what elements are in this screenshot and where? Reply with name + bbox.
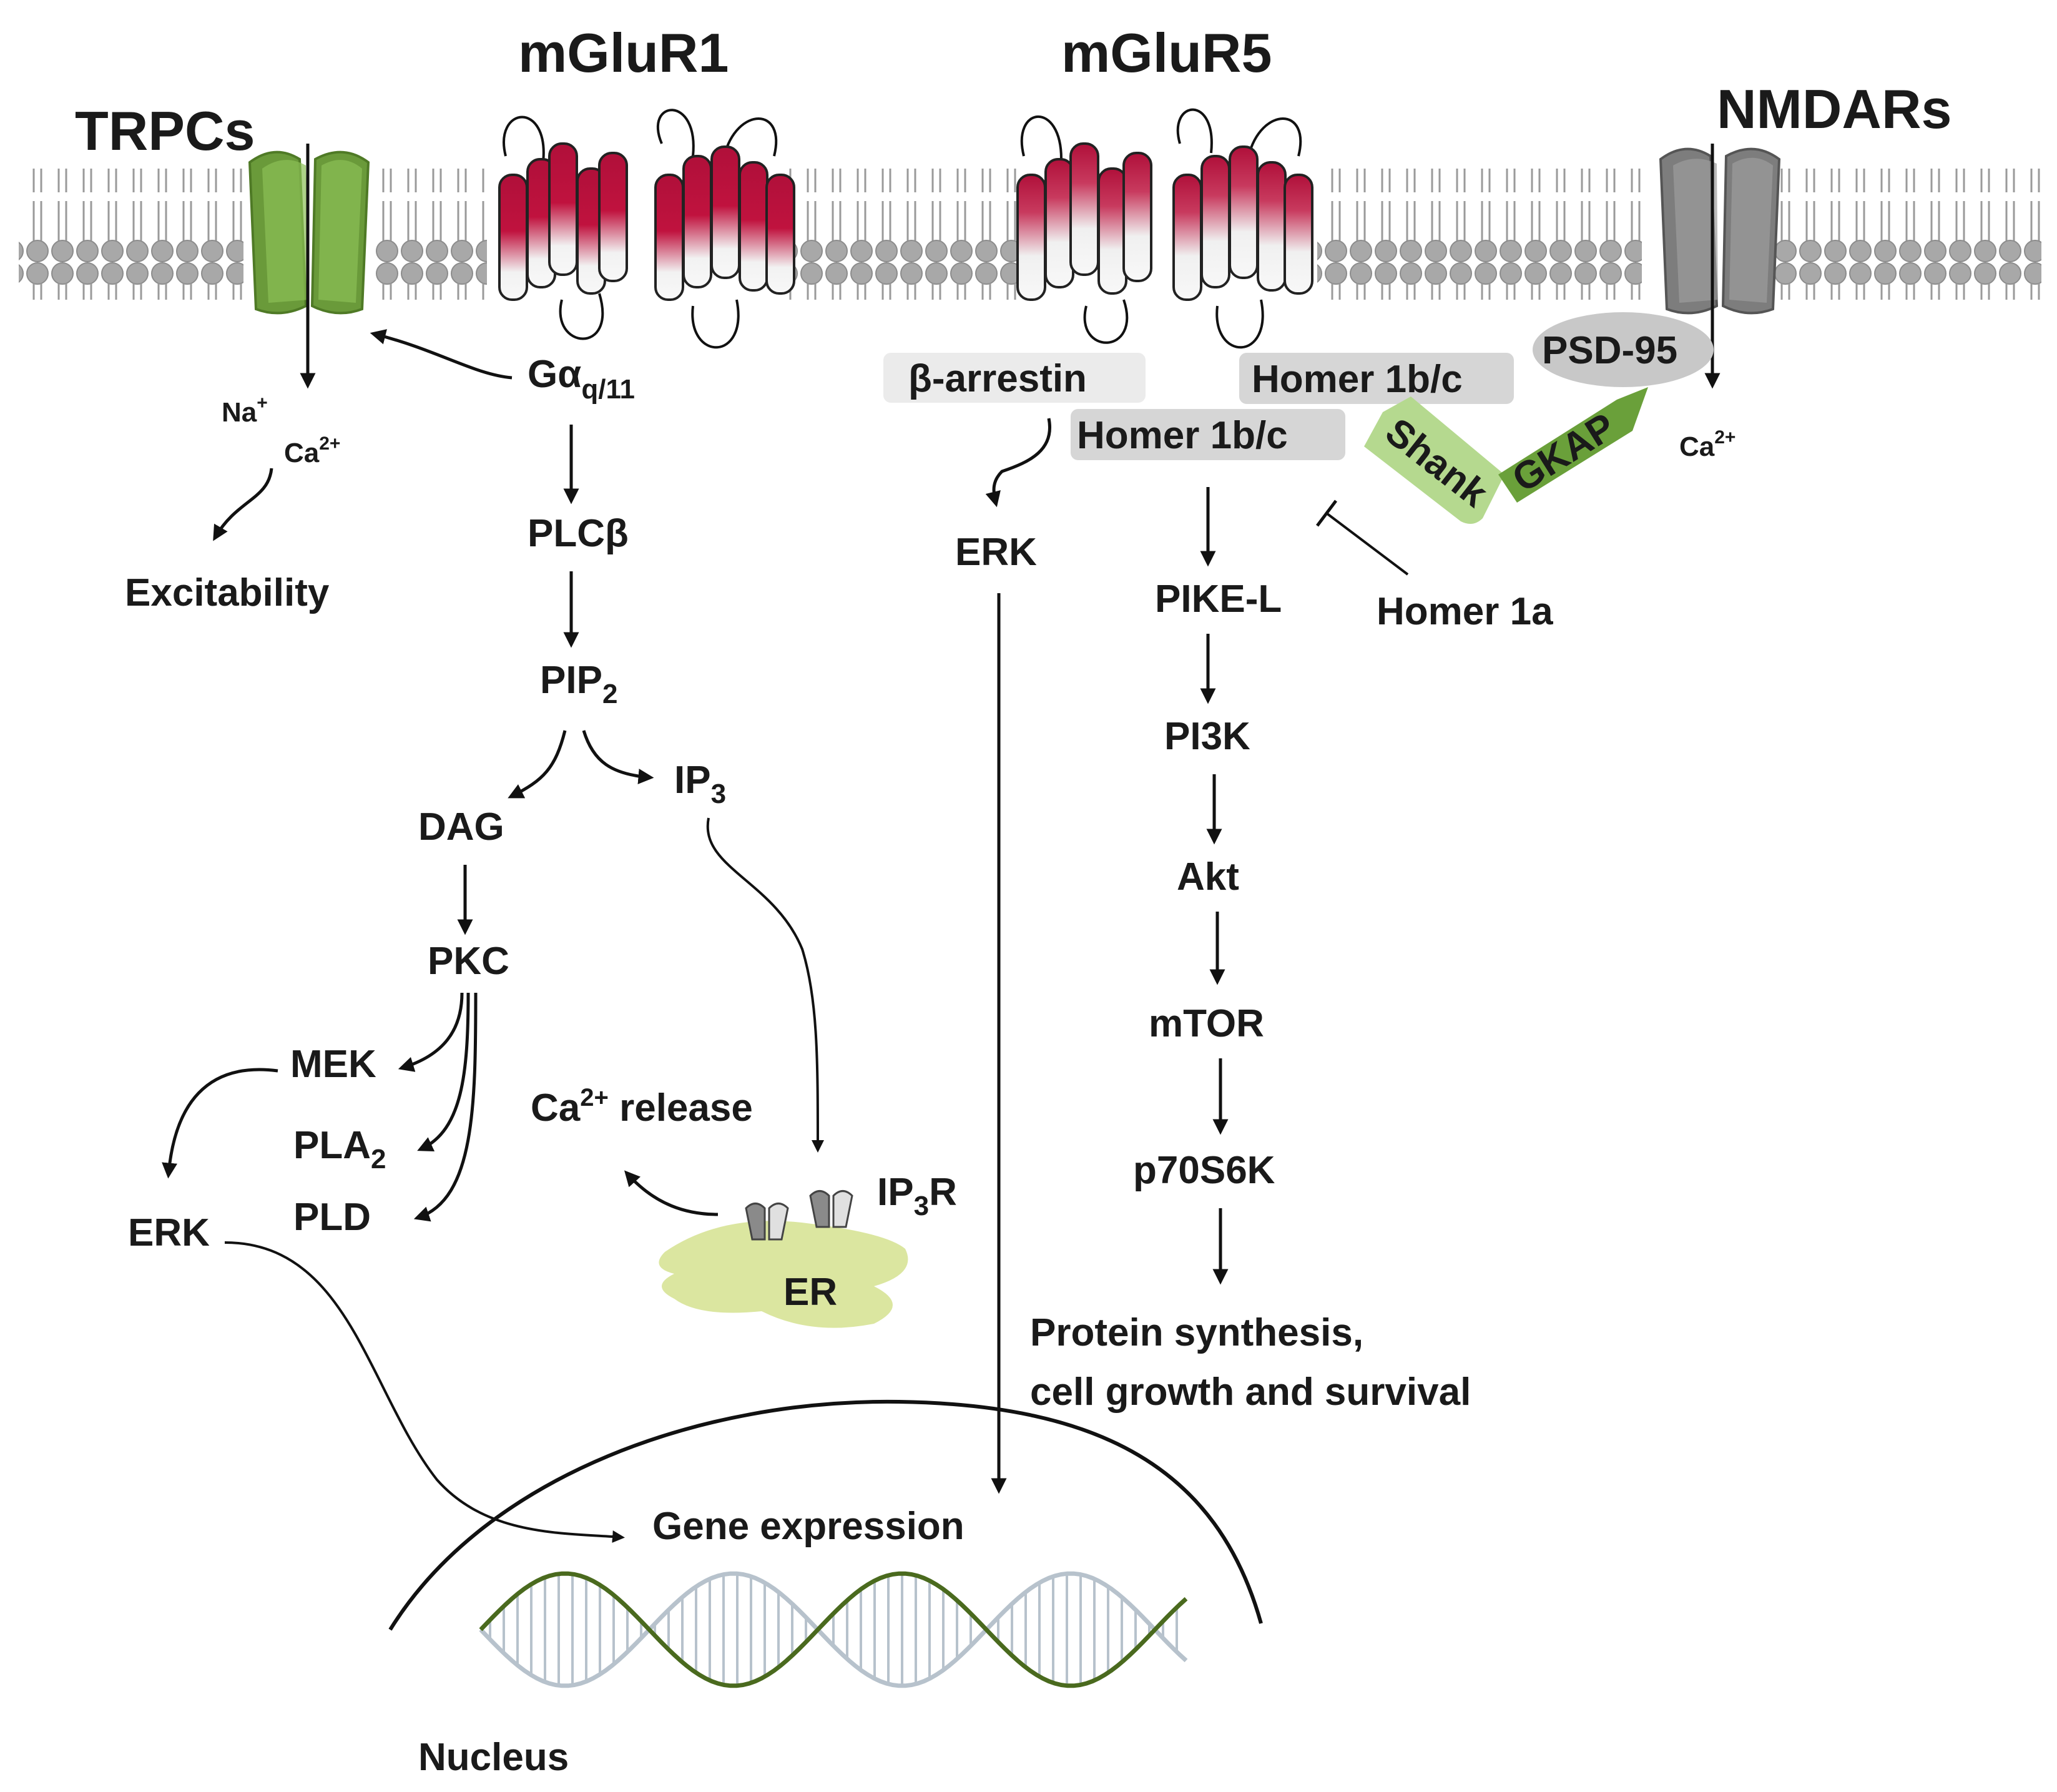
gq-to-trpc-arrow xyxy=(370,329,513,380)
pkc-to-mek-arrow xyxy=(398,992,464,1072)
pkc-to-pld-arrow xyxy=(413,992,478,1222)
trpc-label: TRPCs xyxy=(75,100,255,162)
gkap-protein: GKAP xyxy=(1498,387,1648,503)
sodium-ion-label: Na+ xyxy=(222,393,268,428)
pkc-to-pla2-arrow xyxy=(417,992,470,1151)
ip3r-label: IP3R xyxy=(877,1171,957,1221)
plcb-label: PLCβ xyxy=(528,512,629,555)
homer1a-label: Homer 1a xyxy=(1377,590,1553,633)
pike-label: PIKE-L xyxy=(1155,578,1282,621)
psd95-label: PSD-95 xyxy=(1542,329,1677,372)
er-to-ca-release-arrow xyxy=(624,1170,719,1216)
pip2-label: PIP2 xyxy=(540,659,617,709)
shank-protein: Shank xyxy=(1364,396,1505,524)
homer-lower-box xyxy=(1071,409,1345,460)
arrestin-to-erk-arrow xyxy=(985,418,1051,508)
gkap-label: GKAP xyxy=(1505,405,1623,500)
pld-label: PLD xyxy=(293,1196,371,1239)
mglur5-receptor xyxy=(1016,108,1313,349)
outcome-line2: cell growth and survival xyxy=(1030,1371,1471,1414)
beta-arrestin-box xyxy=(883,353,1146,403)
mek-label: MEK xyxy=(290,1043,376,1086)
excitability-label: Excitability xyxy=(125,571,330,614)
p70s6k-label: p70S6K xyxy=(1133,1149,1275,1192)
mglur1-receptor xyxy=(498,109,795,349)
dna-base-pairs xyxy=(489,1573,1178,1686)
erk-to-gene-expression-arrow xyxy=(224,1241,625,1543)
beta-arrestin-label: β-arrestin xyxy=(908,357,1087,400)
homer-upper-box xyxy=(1239,353,1514,404)
nmdar-channel xyxy=(1659,147,1781,315)
calcium-ion-label: Ca2+ xyxy=(284,433,340,468)
gene-expression-label: Gene expression xyxy=(652,1505,965,1548)
mglur1-label: mGluR1 xyxy=(518,22,729,84)
dag-label: DAG xyxy=(418,805,504,849)
psd95-protein xyxy=(1533,312,1714,387)
mglur5-label: mGluR5 xyxy=(1061,22,1272,84)
mek-to-erk-arrow xyxy=(162,1068,278,1179)
dna-strand-grey xyxy=(479,1571,1188,1688)
homer-upper-label: Homer 1b/c xyxy=(1252,358,1463,401)
dna-strand-green xyxy=(479,1571,1188,1688)
pkc-label: PKC xyxy=(428,940,509,983)
nucleus-label: Nucleus xyxy=(418,1736,569,1779)
pi3k-label: PI3K xyxy=(1164,715,1250,758)
endoplasmic-reticulum xyxy=(659,1221,908,1328)
nmdar-calcium-label: Ca2+ xyxy=(1679,427,1735,462)
mtor-label: mTOR xyxy=(1149,1002,1264,1045)
ion-to-excitability-arrow xyxy=(213,468,273,541)
pip2-to-dag-arrow xyxy=(508,730,567,799)
trpc-channel xyxy=(248,150,370,315)
homer-lower-label: Homer 1b/c xyxy=(1077,414,1288,457)
homer1a-inhibition xyxy=(1316,500,1409,576)
ip3-to-ip3r-arrow xyxy=(706,817,824,1153)
pla2-label: PLA2 xyxy=(293,1124,386,1174)
outcome-line1: Protein synthesis, xyxy=(1030,1311,1363,1354)
nmdar-label: NMDARs xyxy=(1717,78,1951,140)
nuclear-envelope xyxy=(388,1399,1263,1631)
ca-release-label: Ca2+ release xyxy=(531,1084,753,1130)
erk-right-label: ERK xyxy=(955,531,1037,574)
plasma-membrane xyxy=(19,169,2041,300)
er-label: ER xyxy=(783,1271,837,1314)
akt-label: Akt xyxy=(1177,855,1239,898)
pip2-to-ip3-arrow xyxy=(582,730,654,784)
ip3-label: IP3 xyxy=(674,759,726,809)
erk-left-label: ERK xyxy=(128,1211,210,1254)
ip3-receptor-channels xyxy=(745,1190,853,1241)
g-protein-label: Gαq/11 xyxy=(528,353,635,405)
